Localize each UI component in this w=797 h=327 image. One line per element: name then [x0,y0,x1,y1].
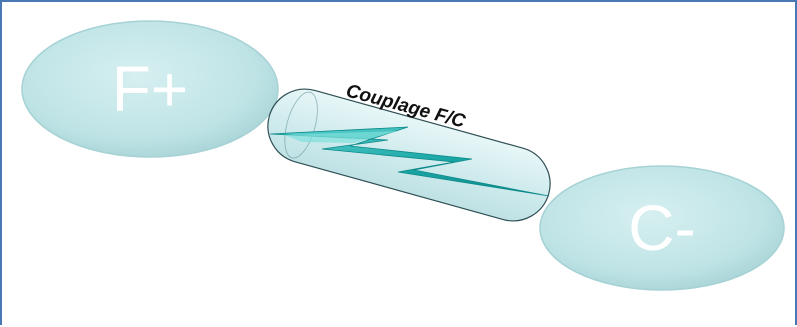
node-c-minus: C- [540,166,784,290]
node-c-minus-label: C- [628,192,696,264]
node-f-plus: F+ [22,21,278,157]
node-f-plus-label: F+ [112,53,188,125]
